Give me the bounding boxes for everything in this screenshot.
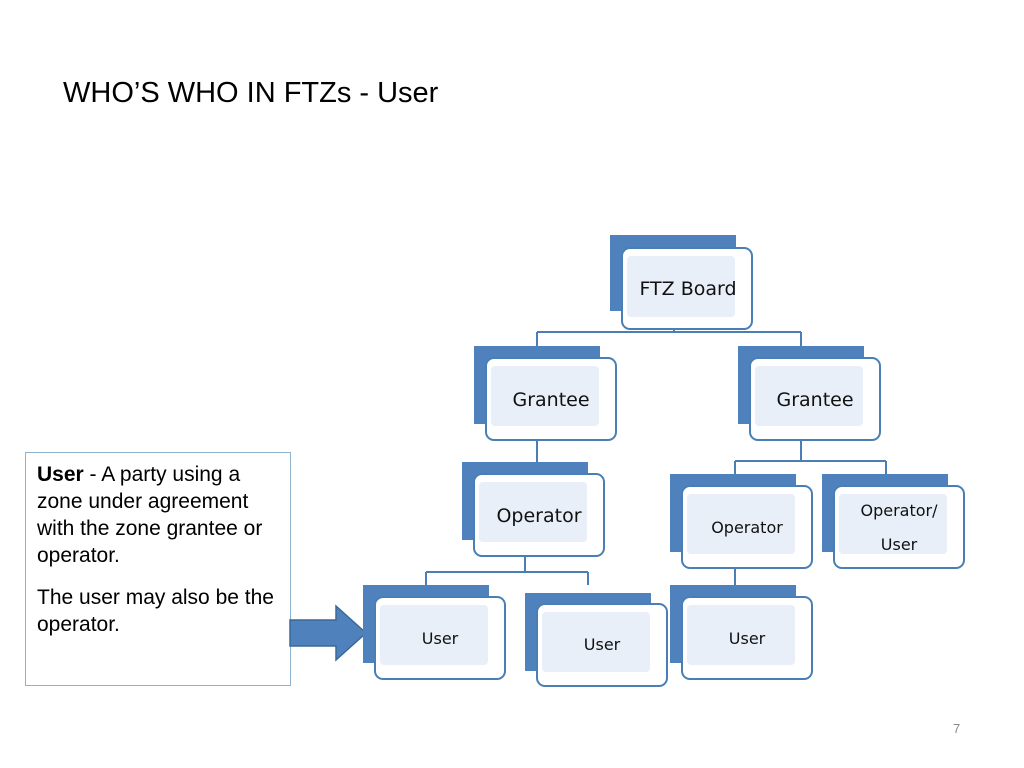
node-label: User [584,635,621,654]
node-operator-user: Operator/ User [822,474,965,569]
node-grantee-1: Grantee [474,346,617,441]
node-label: Grantee [776,389,853,411]
node-label: Grantee [512,389,589,411]
definition-text: - A party using a zone under agreement w… [37,463,263,567]
definition-paragraph: User - A party using a zone under agreem… [37,461,280,569]
connector-operator1-users [425,544,589,585]
node-operator-1: Operator [462,462,605,557]
node-inner [755,366,863,426]
page-number: 7 [953,721,961,736]
node-label-line1: Operator/ [860,501,938,520]
node-operator-2: Operator [670,474,813,569]
node-label: Operator [496,505,581,527]
node-grantee-2: Grantee [738,346,881,441]
node-user-2: User [525,593,668,687]
node-inner [839,494,947,554]
node-label-line2: User [881,535,918,554]
node-inner [687,605,795,665]
node-inner [687,494,795,554]
node-user-3: User [670,585,813,680]
arrow-icon [289,604,368,662]
node-label: FTZ Board [639,278,736,300]
node-user-1: User [363,585,506,680]
node-inner [479,482,587,542]
node-inner [627,256,735,317]
definition-box: User - A party using a zone under agreem… [25,452,291,686]
node-inner [542,612,650,672]
node-inner [380,605,488,665]
node-label: Operator [711,518,783,537]
node-label: User [422,629,459,648]
definition-term: User [37,463,84,486]
node-ftz-board: FTZ Board [610,235,753,330]
definition-note: The user may also be the operator. [37,586,274,636]
node-label: User [729,629,766,648]
node-inner [491,366,599,426]
connector-grantee2-operators [734,428,887,475]
slide-title: WHO’S WHO IN FTZs - User [63,77,439,109]
